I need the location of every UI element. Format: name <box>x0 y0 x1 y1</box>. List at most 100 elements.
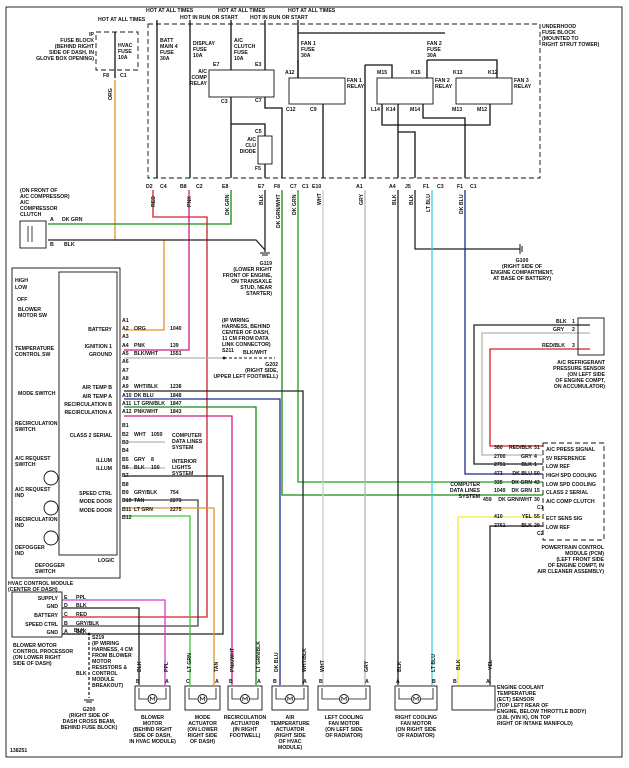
caption-line: OF HVAC <box>279 739 302 745</box>
motor-symbol-icon <box>199 696 206 701</box>
wire-whtblk <box>124 390 304 685</box>
caption-line: HARNESS, 4 CM <box>92 647 133 653</box>
caption: MODE SWITCH <box>18 391 56 397</box>
caption-line: (RIGHT SIDE <box>274 733 306 739</box>
caption-line: CENTER OF DASH, <box>222 330 270 336</box>
circuit-label: 410 <box>494 514 503 520</box>
caption-line: A/C <box>234 38 243 44</box>
caption-line: (ECT) SENSOR <box>497 697 534 703</box>
motor-symbol-icon <box>149 696 156 701</box>
internal-pin-label: E7 <box>213 62 219 68</box>
circuit-label: 8 <box>151 457 154 463</box>
caption-line: TEMPERATURE <box>270 721 310 727</box>
caption-line: FOOTWELL) <box>230 733 261 739</box>
pin-label: A <box>396 679 400 685</box>
fan3-relay <box>455 77 513 105</box>
pin-function: AIR TEMP B <box>82 385 112 391</box>
wire-label: PNK/WHT <box>134 409 159 415</box>
caption-line: (ON LEFT SIDE <box>325 727 363 733</box>
caption-line: (ON LEFT SIDE <box>568 372 606 378</box>
caption-line: FUSE BLOCK <box>60 38 94 44</box>
wire-label: DK GRN/WHT <box>498 497 533 503</box>
caption-line: DISPLAY <box>193 41 216 47</box>
caption: HVAC CONTROL MODULE(CENTER OF DASH) <box>8 581 74 593</box>
pin-label: F1 <box>423 184 429 190</box>
wire-blk-g100 <box>414 190 520 250</box>
pin-label: D2 <box>146 184 153 190</box>
caption-line: G119 <box>260 261 273 267</box>
caption-line: SIDE OF DASH, IN <box>49 50 94 56</box>
pin-label: B <box>136 679 140 685</box>
caption-line: RECIRCULATION <box>15 421 58 427</box>
caption-line: G100 <box>516 258 529 264</box>
pin-label: 1 <box>572 319 575 325</box>
wire-label: BLK <box>556 319 567 325</box>
pin-function: LOW REF <box>546 525 570 531</box>
circuit-label: 1847 <box>170 401 182 407</box>
caption-line: HARNESS, BEHIND <box>222 324 270 330</box>
wire-label: PNK <box>134 343 145 349</box>
caption-line: BLOWER <box>141 715 164 721</box>
wire-label: BLK/WHT <box>134 351 159 357</box>
caption-line: RECIRCULATION <box>224 715 267 721</box>
wire-label: LT BLU <box>431 654 437 672</box>
pin-label: 4 <box>534 454 537 460</box>
caption-line: 10A <box>193 53 203 59</box>
caption-line: CONTROL PROCESSOR <box>13 649 73 655</box>
caption: OFF <box>17 297 27 303</box>
internal-pin-label: K13 <box>453 70 463 76</box>
internal-pin-label: C9 <box>310 107 317 113</box>
internal-pin-label: M13 <box>452 107 462 113</box>
caption-line: OF RADIATOR) <box>397 733 435 739</box>
pin-label: A4 <box>389 184 396 190</box>
caption-line: IND <box>15 493 24 499</box>
wire-label: BLK <box>259 194 265 205</box>
pin-function: HIGH SPD COOLING <box>546 473 597 479</box>
caption-line: MODULE (PCM) <box>565 551 604 557</box>
pin-function: 5V REFERENCE <box>546 456 586 462</box>
wire-label: DK BLU <box>274 652 280 672</box>
caption-line: COMPUTER <box>450 482 480 488</box>
power-label: HOT IN RUN OR START <box>180 15 239 21</box>
caption-line: FUSE <box>234 50 248 56</box>
internal-pin-label: C7 <box>255 98 262 104</box>
caption-line: (IP WIRING <box>92 641 119 647</box>
caption-line: SYSTEM <box>172 471 193 477</box>
motor-icon <box>339 694 349 704</box>
caption-line: 10A <box>234 56 244 62</box>
caption: LOW <box>15 285 27 291</box>
pin-label: B1 <box>122 423 129 429</box>
caption-line: RIGHT OF INTAKE MANIFOLD) <box>497 721 573 727</box>
wire-label: WHT <box>320 659 326 672</box>
wire-label: BLK <box>521 523 532 529</box>
caption-line: TEMPERATURE <box>497 691 537 697</box>
caption-line: LOW <box>15 285 27 291</box>
pin-label: 30 <box>534 497 540 503</box>
caption-line: ACTUATOR <box>231 721 260 727</box>
caption-line: AIR CLEANER ASSEMBLY) <box>537 569 604 575</box>
caption-line: PRESSURE SENSOR <box>553 366 605 372</box>
caption-line: A/C <box>247 137 256 143</box>
pin-function: CLASS 2 SERIAL <box>70 433 113 439</box>
pin-function: BATTERY <box>34 613 58 619</box>
wire-tan <box>124 507 215 685</box>
caption-line: UNDERHOOD <box>542 24 576 30</box>
pin-function: RECIRCULATION A <box>64 410 112 416</box>
pin-function: SPEED CTRL <box>79 491 113 497</box>
caption-line: (ON FRONT OF <box>20 188 57 194</box>
